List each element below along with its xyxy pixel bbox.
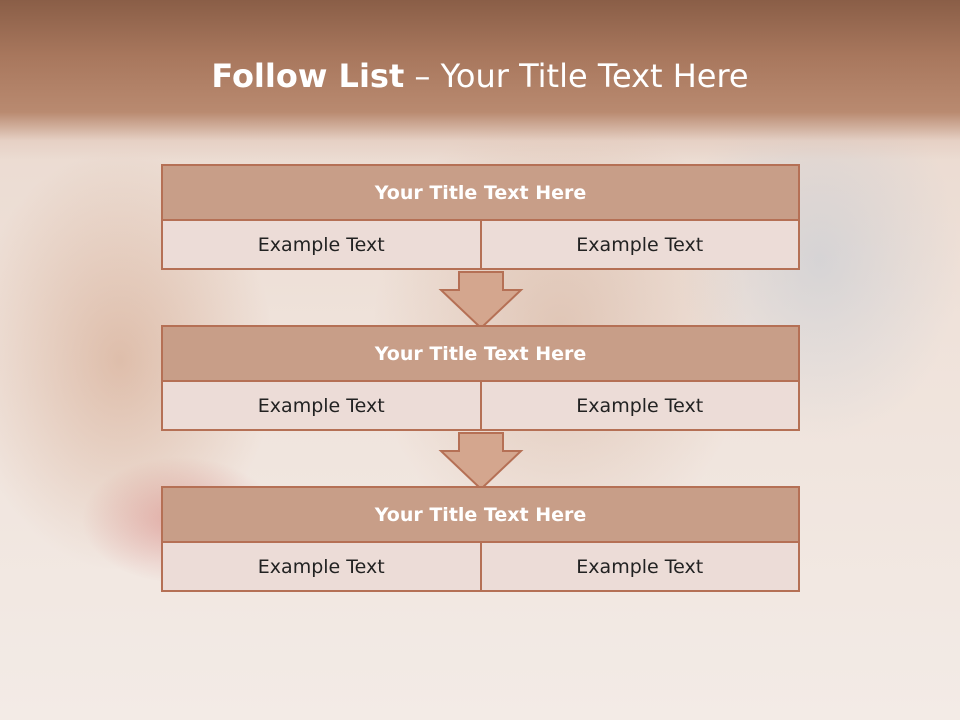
flow-block-row: Example Text Example Text [161,221,800,270]
flow-block-cell-left: Example Text [161,543,482,592]
flow-block-cell-right: Example Text [481,221,800,270]
flow-block-title: Your Title Text Here [161,164,800,221]
slide-title-rest: – Your Title Text Here [404,57,749,95]
slide-title: Follow List – Your Title Text Here [0,54,960,98]
header-band [0,0,960,160]
flow-block-cell-left: Example Text [161,221,482,270]
flow-block-3: Your Title Text Here Example Text Exampl… [161,486,800,592]
flow-block-1: Your Title Text Here Example Text Exampl… [161,164,800,270]
flow-block-cell-right: Example Text [481,382,800,431]
slide-title-bold: Follow List [211,57,405,95]
flow-block-row: Example Text Example Text [161,543,800,592]
flow-block-title: Your Title Text Here [161,325,800,382]
flow-block-2: Your Title Text Here Example Text Exampl… [161,325,800,431]
flow-block-title: Your Title Text Here [161,486,800,543]
flow-block-cell-left: Example Text [161,382,482,431]
flow-block-row: Example Text Example Text [161,382,800,431]
flow-block-cell-right: Example Text [481,543,800,592]
down-arrow-icon [438,271,524,330]
down-arrow-icon [438,432,524,491]
